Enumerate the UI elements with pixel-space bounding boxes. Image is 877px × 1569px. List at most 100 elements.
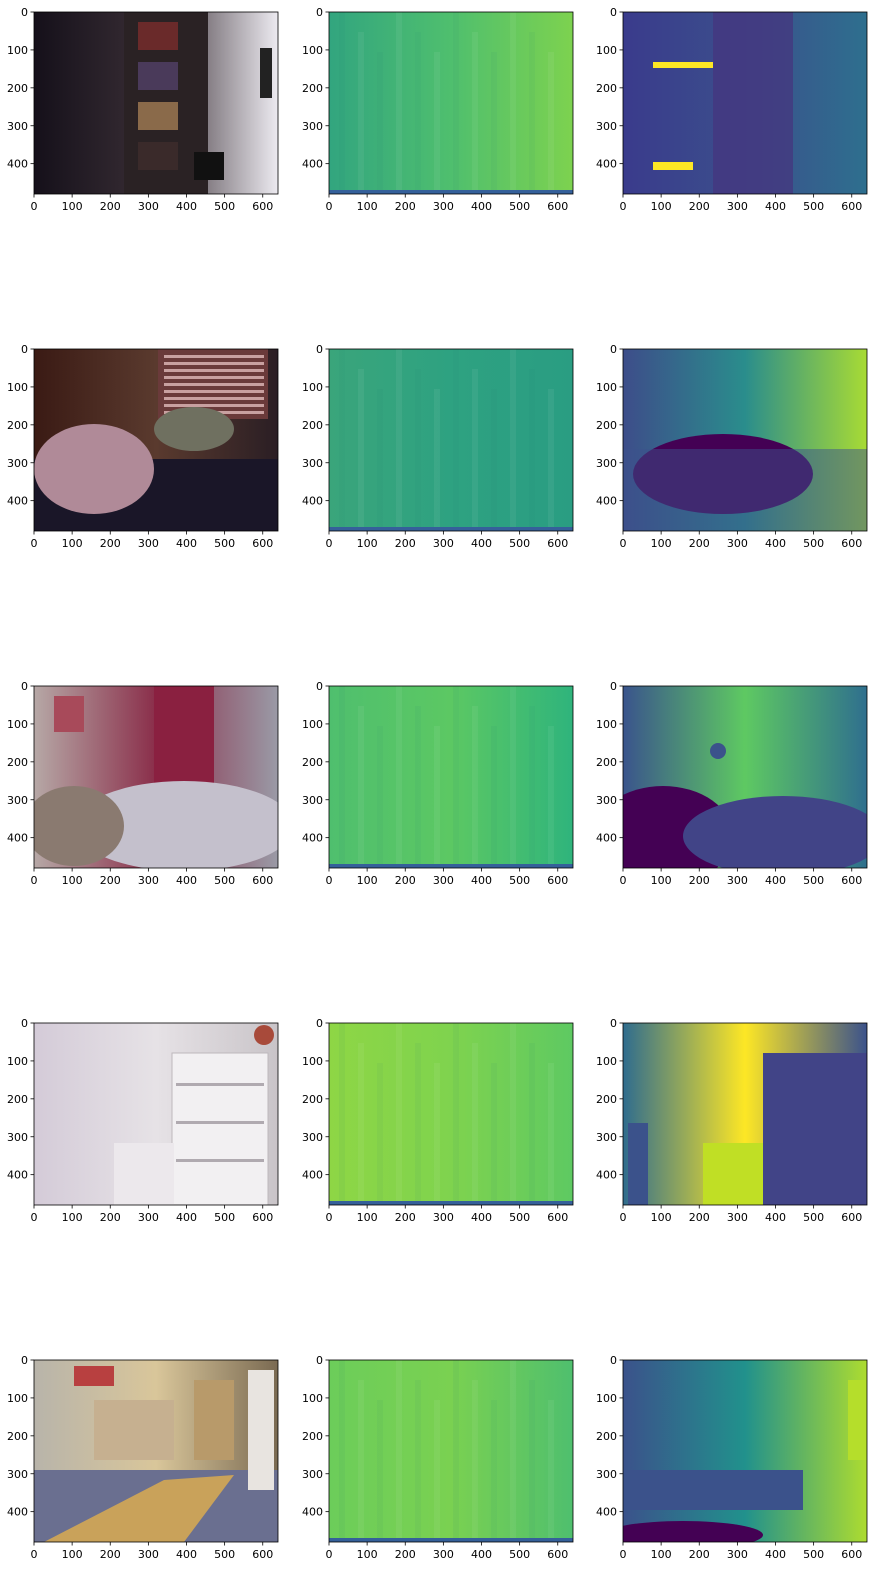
x-tick-label: 0 [326, 1548, 333, 1561]
x-tick-label: 200 [395, 200, 416, 213]
y-tick-label: 100 [596, 1055, 617, 1068]
y-tick-label: 100 [596, 44, 617, 57]
x-tick-label: 200 [689, 537, 710, 550]
y-tick-label: 0 [610, 1354, 617, 1367]
y-tick-label: 300 [7, 1468, 28, 1481]
y-tick-label: 300 [7, 120, 28, 133]
x-tick-label: 200 [100, 537, 121, 550]
x-tick-label: 400 [471, 1211, 492, 1224]
rgb-frame [33, 11, 279, 195]
x-tick-label: 300 [138, 874, 159, 887]
x-tick-label: 500 [214, 1548, 235, 1561]
x-tick-label: 300 [727, 1211, 748, 1224]
y-tick-label: 400 [302, 832, 323, 845]
x-tick-label: 200 [100, 874, 121, 887]
x-tick-label: 200 [100, 1211, 121, 1224]
x-tick-label: 0 [326, 537, 333, 550]
y-tick-label: 200 [7, 1093, 28, 1106]
y-tick-label: 300 [302, 1468, 323, 1481]
x-tick-label: 100 [357, 874, 378, 887]
y-tick-label: 0 [610, 6, 617, 19]
y-tick-label: 400 [596, 158, 617, 171]
y-tick-label: 200 [302, 82, 323, 95]
x-tick-label: 600 [252, 874, 273, 887]
y-tick-label: 400 [7, 1169, 28, 1182]
x-tick-label: 300 [138, 200, 159, 213]
x-tick-label: 600 [252, 537, 273, 550]
x-tick-label: 600 [841, 537, 862, 550]
y-tick-label: 200 [302, 419, 323, 432]
x-tick-label: 100 [62, 1548, 83, 1561]
y-tick-label: 200 [596, 1093, 617, 1106]
y-tick-label: 300 [7, 1131, 28, 1144]
x-tick-label: 500 [803, 200, 824, 213]
x-tick-label: 400 [471, 874, 492, 887]
rgb-image [34, 12, 278, 194]
y-tick-label: 200 [7, 756, 28, 769]
y-tick-label: 0 [316, 680, 323, 693]
x-tick-label: 400 [765, 1548, 786, 1561]
x-tick-label: 200 [100, 200, 121, 213]
y-tick-label: 400 [596, 832, 617, 845]
x-tick-label: 400 [765, 874, 786, 887]
x-tick-label: 100 [62, 874, 83, 887]
x-tick-label: 600 [547, 1548, 568, 1561]
y-tick-label: 100 [302, 718, 323, 731]
x-tick-label: 200 [395, 874, 416, 887]
depth-frame [622, 11, 868, 195]
x-tick-label: 200 [395, 1211, 416, 1224]
y-tick-label: 400 [302, 1169, 323, 1182]
y-tick-label: 300 [596, 457, 617, 470]
x-tick-label: 500 [509, 200, 530, 213]
y-tick-label: 300 [7, 794, 28, 807]
y-tick-label: 0 [610, 1017, 617, 1030]
y-tick-label: 300 [596, 1131, 617, 1144]
x-tick-label: 400 [471, 1548, 492, 1561]
rgb-frame [33, 1359, 279, 1543]
x-tick-label: 400 [176, 537, 197, 550]
rgb-frame [33, 348, 279, 532]
y-tick-label: 300 [596, 120, 617, 133]
x-tick-label: 200 [689, 874, 710, 887]
y-tick-label: 100 [302, 381, 323, 394]
x-tick-label: 300 [433, 537, 454, 550]
y-tick-label: 100 [7, 1392, 28, 1405]
x-tick-label: 100 [651, 1548, 672, 1561]
predicted-map-image [329, 349, 573, 531]
y-tick-label: 100 [596, 381, 617, 394]
x-tick-label: 200 [395, 537, 416, 550]
predicted-frame [328, 348, 574, 532]
x-tick-label: 0 [326, 1211, 333, 1224]
x-tick-label: 500 [509, 1548, 530, 1561]
y-tick-label: 300 [302, 120, 323, 133]
y-tick-label: 0 [316, 343, 323, 356]
y-tick-label: 400 [7, 495, 28, 508]
predicted-map-image [329, 12, 573, 194]
y-tick-label: 0 [21, 1354, 28, 1367]
x-tick-label: 500 [509, 537, 530, 550]
x-tick-label: 0 [620, 537, 627, 550]
x-tick-label: 500 [803, 1211, 824, 1224]
y-tick-label: 400 [302, 158, 323, 171]
x-tick-label: 500 [509, 874, 530, 887]
depth-map-image [623, 1360, 867, 1542]
x-tick-label: 0 [326, 200, 333, 213]
x-tick-label: 400 [765, 1211, 786, 1224]
y-tick-label: 100 [596, 718, 617, 731]
x-tick-label: 300 [433, 1548, 454, 1561]
y-tick-label: 100 [302, 1392, 323, 1405]
x-tick-label: 300 [433, 874, 454, 887]
y-tick-label: 400 [7, 1506, 28, 1519]
y-tick-label: 100 [7, 718, 28, 731]
x-tick-label: 500 [214, 200, 235, 213]
y-tick-label: 400 [302, 495, 323, 508]
y-tick-label: 200 [7, 419, 28, 432]
x-tick-label: 100 [357, 537, 378, 550]
